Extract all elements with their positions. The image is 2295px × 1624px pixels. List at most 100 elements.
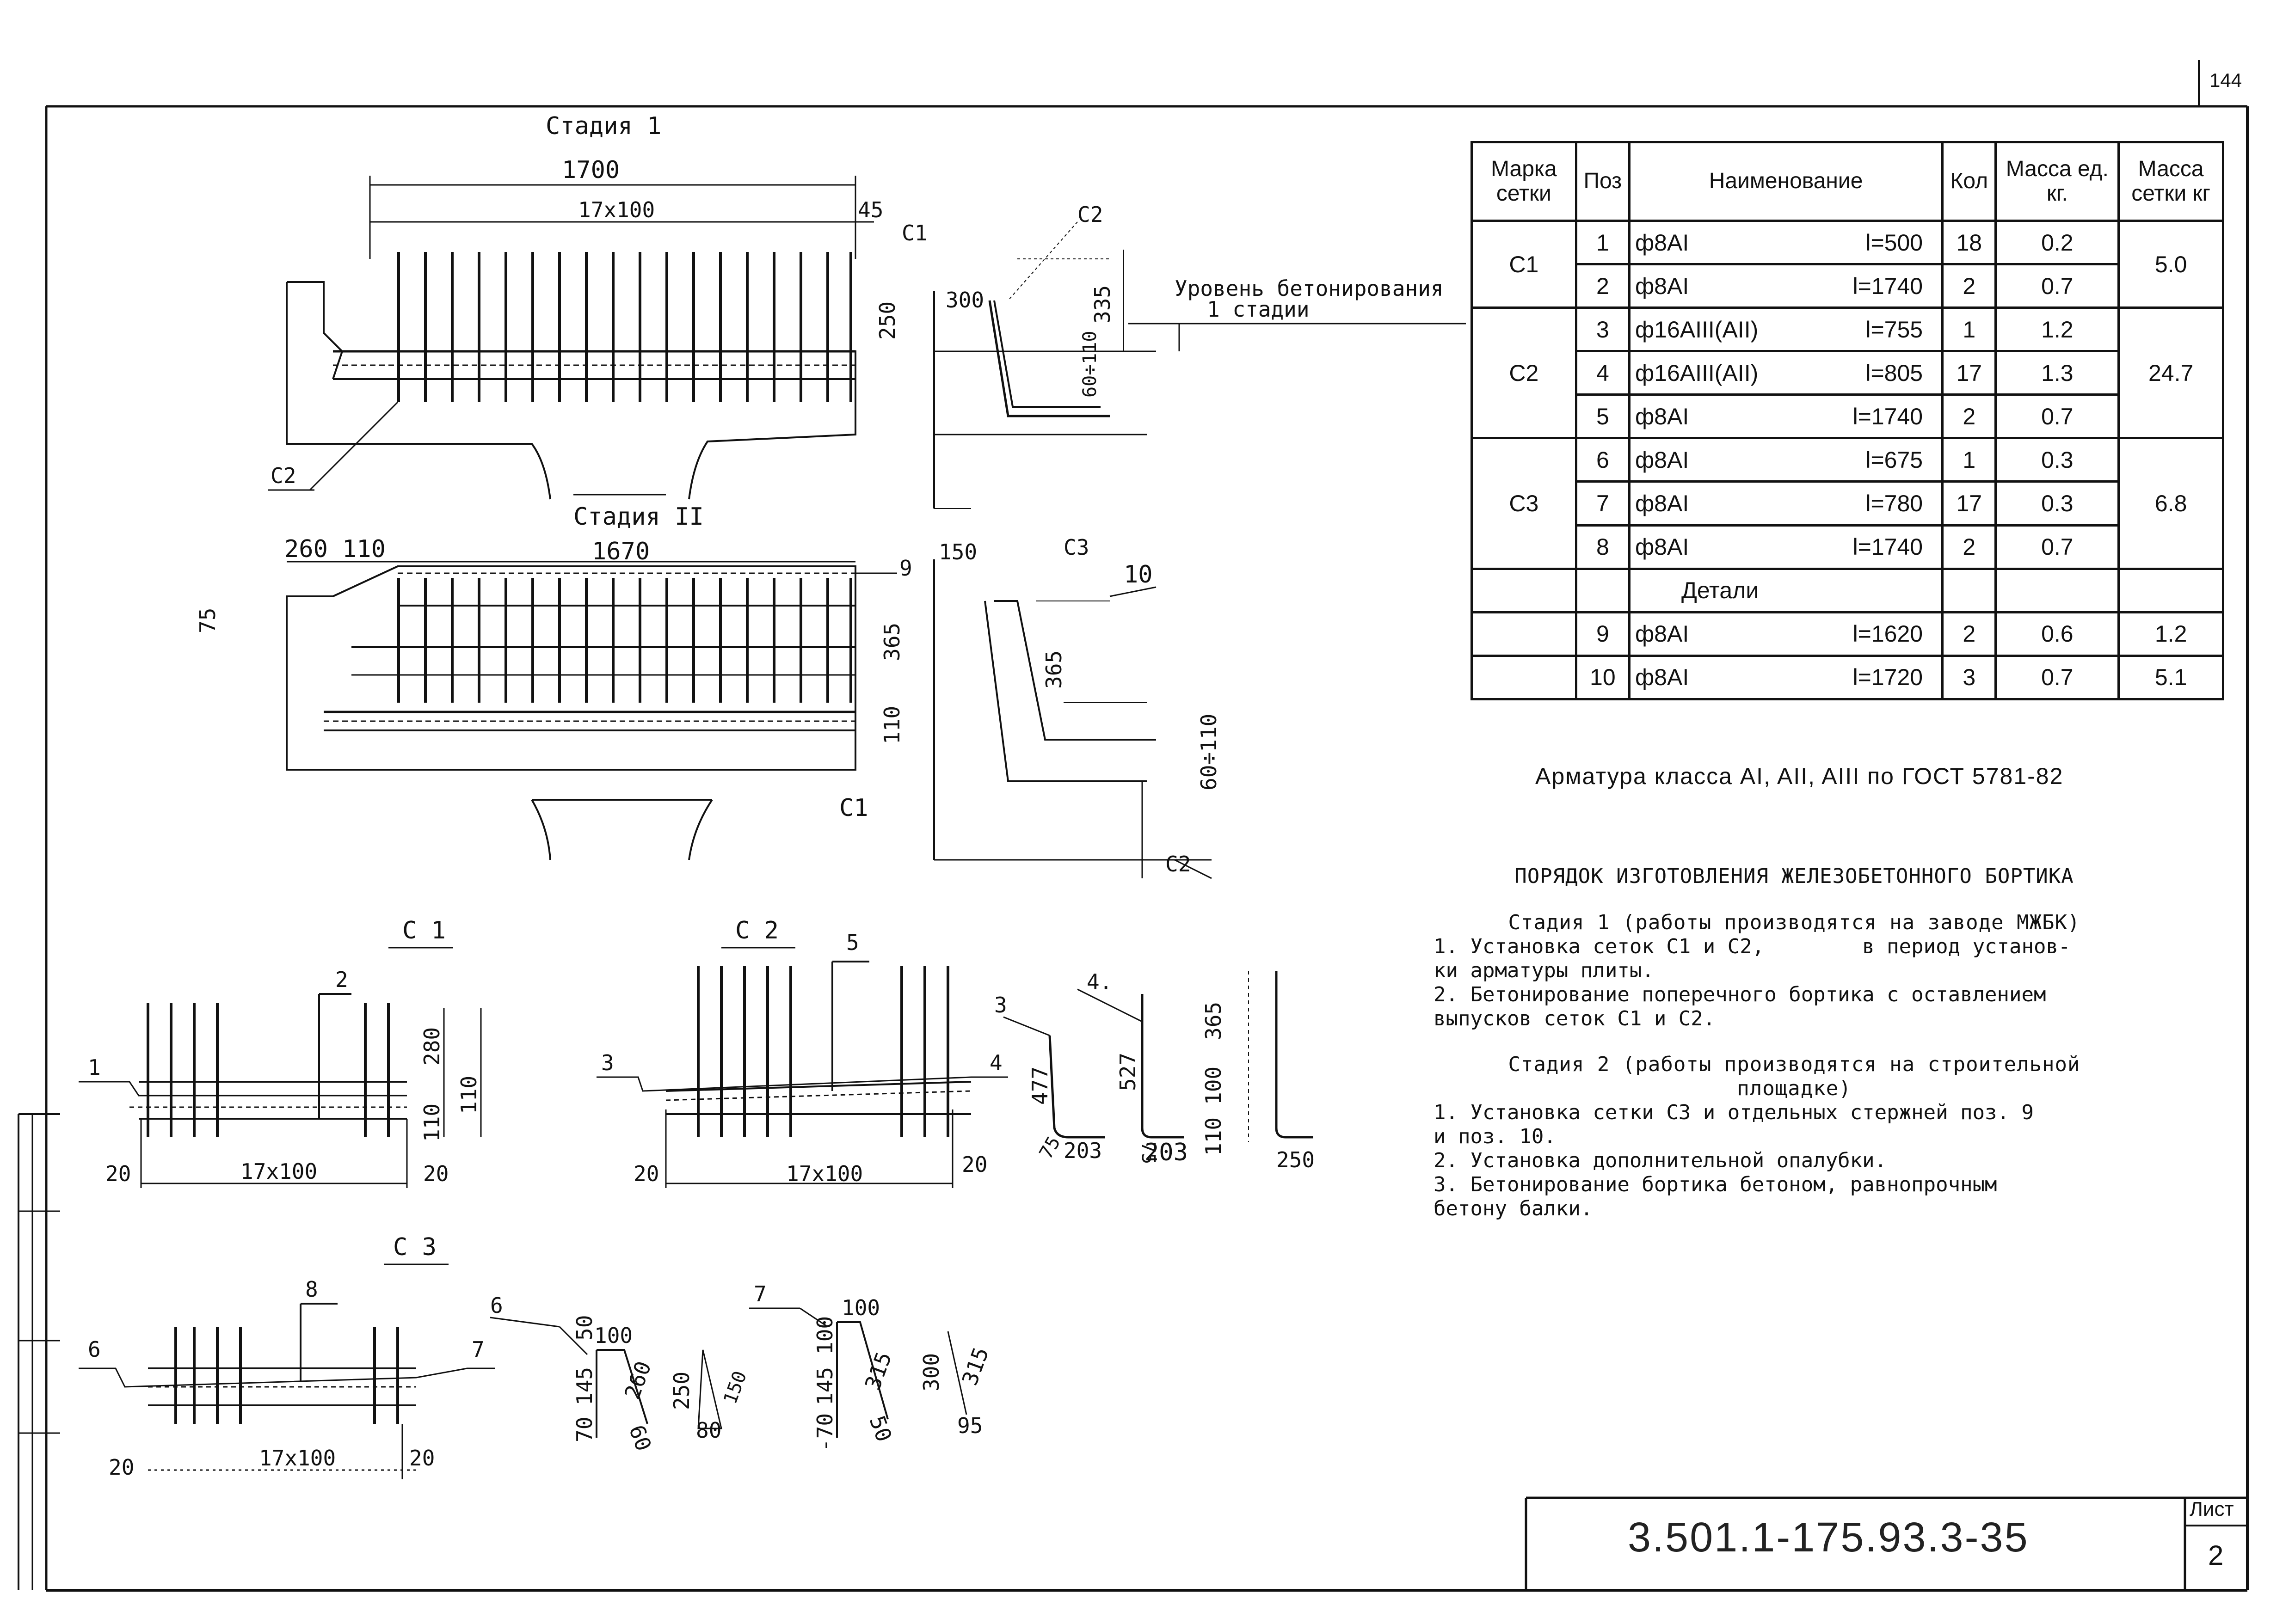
mesh-c2-pos-3: 3 (601, 1050, 614, 1075)
stage1-section (933, 221, 1466, 509)
stage1-leader-c2: C2 (271, 463, 296, 488)
cell-qty: 2 (1941, 393, 1997, 440)
bars-c3-b7-100b: 100 (842, 1295, 880, 1320)
sheet-number: 2 (2208, 1540, 2224, 1571)
bars-c3-b6-150: 150 (720, 1368, 751, 1407)
mesh-c3-pos-8: 8 (305, 1277, 318, 1302)
mesh-c1-pos-2: 2 (335, 967, 348, 992)
cell-qty: 1 (1941, 306, 1997, 353)
stage2-pos-10: 10 (1124, 561, 1153, 588)
cell-pos: 4 (1575, 350, 1631, 396)
details-label: Детали (1628, 567, 1944, 613)
cell-name: ф8AI l=780 (1628, 480, 1944, 527)
stage1-section-c1: C1 (902, 221, 927, 245)
cell-empty (1575, 567, 1631, 613)
mesh-c3-pos-7: 7 (472, 1337, 485, 1362)
bars-c3-b6-60: 60 (624, 1422, 657, 1454)
bars-c3-b6-145: 145 (572, 1367, 597, 1405)
stage2-dim-60-110: 60÷110 (1196, 714, 1221, 791)
cell-mark (1471, 611, 1577, 657)
bars-c3-b7-300: 300 (919, 1353, 944, 1391)
mesh-c2-pos-5: 5 (846, 930, 859, 955)
bars-c2-dim-110: 110 (1201, 1117, 1226, 1156)
cell-total: 5.1 (2117, 654, 2224, 701)
cell-mass: 0.7 (1994, 393, 2120, 440)
cell-pos: 3 (1575, 306, 1631, 353)
stage2-leader-c2: C2 (1165, 852, 1191, 876)
mesh-c1-dim-span: 17x100 (240, 1159, 317, 1184)
cell-total: 5.0 (2117, 219, 2224, 309)
bars-c3-b7-100: 100 (812, 1316, 837, 1354)
stage1-dim-250: 250 (875, 301, 900, 340)
bars-c3-b6-80: 80 (696, 1418, 721, 1443)
bars-c2-dim-100: 100 (1201, 1066, 1226, 1105)
cell-pos: 9 (1575, 611, 1631, 657)
stage2-dim-75: 75 (195, 608, 220, 633)
cell-total: 6.8 (2117, 437, 2224, 570)
cell-qty: 3 (1941, 654, 1997, 701)
mesh-c1-dim-20r: 20 (423, 1161, 449, 1186)
cell-len: l=805 (1865, 360, 1923, 386)
mesh-c1-dim-20l: 20 (105, 1161, 131, 1186)
stage2-section (933, 559, 1212, 879)
stage2-dim-total: 1670 (592, 538, 650, 565)
cell-mass: 1.2 (1994, 306, 2120, 353)
bars-c3-label-6: 6 (490, 1293, 503, 1318)
bars-c3-b6-260: 260 (620, 1358, 656, 1403)
table-section-row: Детали (1471, 567, 2224, 613)
cell-qty: 2 (1941, 263, 1997, 309)
cell-name-text: ф8AI (1635, 447, 1689, 473)
cell-name: ф16AIII(AII)l=755 (1628, 306, 1944, 353)
stage1-dim-rebar: 17x100 (578, 197, 655, 222)
cell-name-text: ф8AI (1635, 490, 1689, 516)
cell-len: l=1740 (1852, 403, 1923, 429)
cell-empty (1471, 567, 1577, 613)
col-name: Наименование (1628, 141, 1944, 222)
cell-mark: C3 (1471, 437, 1577, 570)
procedure-title: ПОРЯДОК ИЗГОТОВЛЕНИЯ ЖЕЛЕЗОБЕТОННОГО БОР… (1514, 864, 2074, 888)
bars-c2-label-3: 3 (994, 993, 1007, 1017)
cell-len: l=1740 (1852, 273, 1923, 299)
stage1-dim-300: 300 (946, 288, 984, 313)
bars-c2-dim-477: 477 (1028, 1066, 1052, 1105)
cell-len: l=780 (1865, 490, 1923, 516)
mesh-c3-drawing (79, 1263, 495, 1479)
cell-len: l=1720 (1852, 664, 1923, 691)
mesh-c1-dim-110b: 110 (419, 1103, 444, 1142)
stage2-section-150: 150 (939, 539, 977, 564)
cell-mass: 0.7 (1994, 524, 2120, 570)
bars-c3-b6-50: 50 (572, 1315, 597, 1341)
document-code: 3.501.1-175.93.3-35 (1628, 1514, 2029, 1561)
cell-pos: 10 (1575, 654, 1631, 701)
bars-c2-dim-75b: 75 (1138, 1142, 1159, 1164)
stage2-item: 2. Установка дополнительной опалубки. (1434, 1149, 1887, 1173)
bars-c3-b7-50: 50 (865, 1412, 897, 1445)
stage1-title: Стадия 1 (546, 112, 661, 140)
stage2-heading: Стадия 2 (работы производятся на строите… (1508, 1053, 2080, 1101)
cell-name-text: ф8AI (1635, 229, 1689, 256)
mesh-c1-drawing (79, 947, 482, 1188)
stage1-level-line2: 1 стадии (1207, 297, 1310, 322)
cell-name-text: ф16AIII(AII) (1635, 316, 1759, 343)
cell-pos: 6 (1575, 437, 1631, 483)
cell-mark: C2 (1471, 306, 1577, 440)
cell-mass: 0.3 (1994, 480, 2120, 527)
mesh-c3-dim-20r: 20 (409, 1446, 435, 1471)
cell-qty: 2 (1941, 611, 1997, 657)
bars-c2-dim-527: 527 (1115, 1053, 1140, 1091)
cell-len: l=1620 (1852, 621, 1923, 647)
bars-c2-dim-365: 365 (1201, 1002, 1226, 1040)
stage1-level-line1: Уровень бетонирования (1175, 276, 1444, 301)
bars-c3-label-7: 7 (754, 1281, 767, 1306)
cell-name-text: ф8AI (1635, 403, 1689, 429)
mesh-c3-title: C 3 (393, 1233, 437, 1261)
mesh-c1-pos-1: 1 (88, 1055, 101, 1080)
table-row: 4 ф16AIII(AII)l=805 17 1.3 (1472, 350, 2223, 396)
